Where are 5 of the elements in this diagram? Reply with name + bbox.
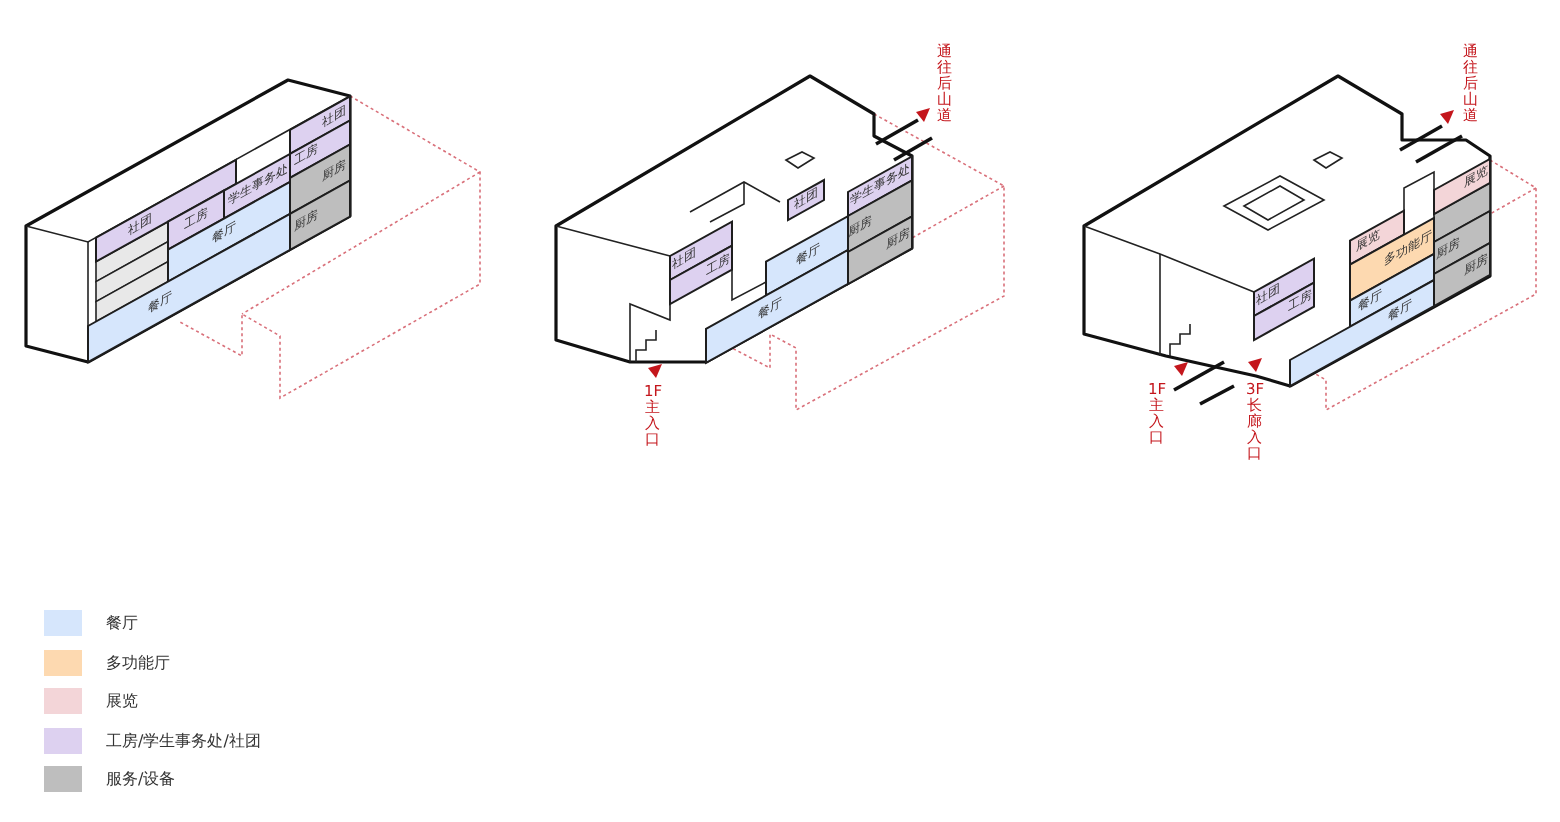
legend-label: 多功能厅 (106, 651, 170, 676)
legend-label: 餐厅 (106, 612, 138, 636)
legend-label: 工房/学生事务处/社团 (106, 729, 261, 754)
legend-label: 展览 (106, 690, 138, 715)
legend-label: 服务/设备 (106, 768, 176, 793)
